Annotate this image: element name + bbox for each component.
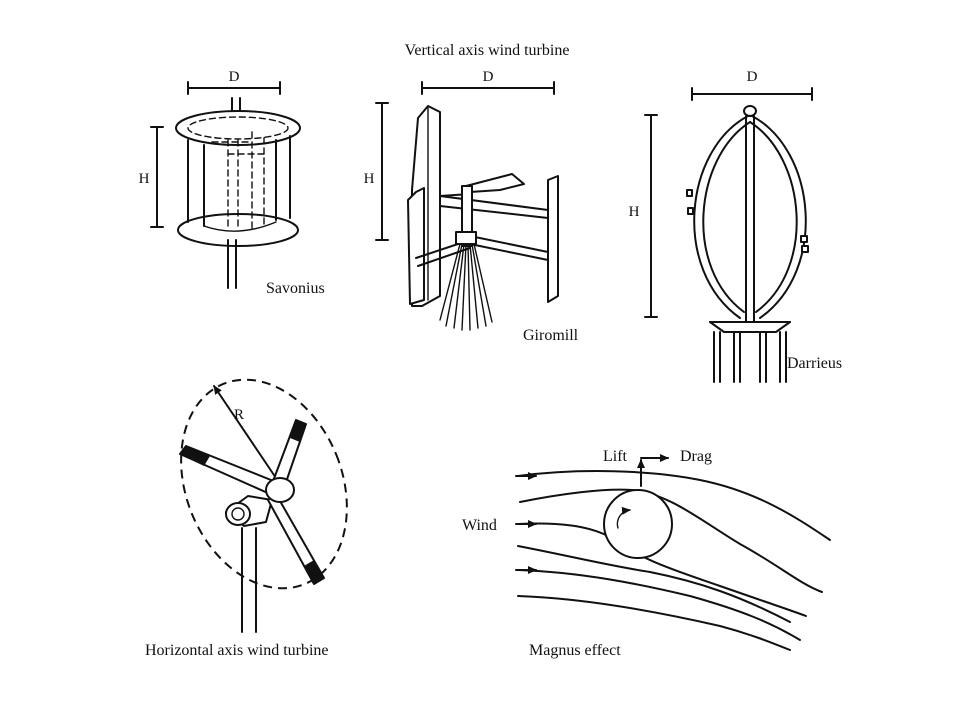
- savonius-d-label: D: [229, 69, 240, 85]
- giromill-label: Giromill: [523, 327, 579, 344]
- darrieus-h-dimension: H: [629, 114, 658, 318]
- darrieus-d-label: D: [747, 69, 758, 85]
- magnus-wind-label: Wind: [462, 517, 497, 534]
- magnus-effect: Wind Lift Drag Magnus effect: [462, 448, 831, 659]
- savonius-turbine: D H Savonius: [139, 69, 325, 297]
- savonius-d-dimension: D: [187, 69, 281, 95]
- magnus-lift-label: Lift: [603, 448, 628, 465]
- darrieus-label: Darrieus: [787, 355, 842, 372]
- giromill-h-label: H: [364, 171, 375, 187]
- hawt-r-label: R: [234, 407, 244, 423]
- horizontal-axis-turbine: R Horizontal axis wind turbine: [145, 378, 348, 659]
- giromill-h-dimension: H: [364, 102, 389, 241]
- giromill-d-label: D: [483, 69, 494, 85]
- giromill-turbine: D H: [364, 69, 579, 344]
- magnus-drag-label: Drag: [680, 448, 712, 465]
- darrieus-d-dimension: D: [691, 69, 813, 101]
- savonius-h-label: H: [139, 171, 150, 187]
- darrieus-turbine: D H Darrieus: [629, 69, 842, 383]
- savonius-label: Savonius: [266, 280, 325, 297]
- giromill-d-dimension: D: [421, 69, 555, 95]
- magnus-label: Magnus effect: [529, 642, 621, 659]
- hawt-label: Horizontal axis wind turbine: [145, 642, 329, 659]
- giromill-support-legs: [439, 243, 493, 331]
- darrieus-h-label: H: [629, 204, 640, 220]
- figure-title: Vertical axis wind turbine: [405, 42, 570, 59]
- savonius-h-dimension: H: [139, 126, 164, 228]
